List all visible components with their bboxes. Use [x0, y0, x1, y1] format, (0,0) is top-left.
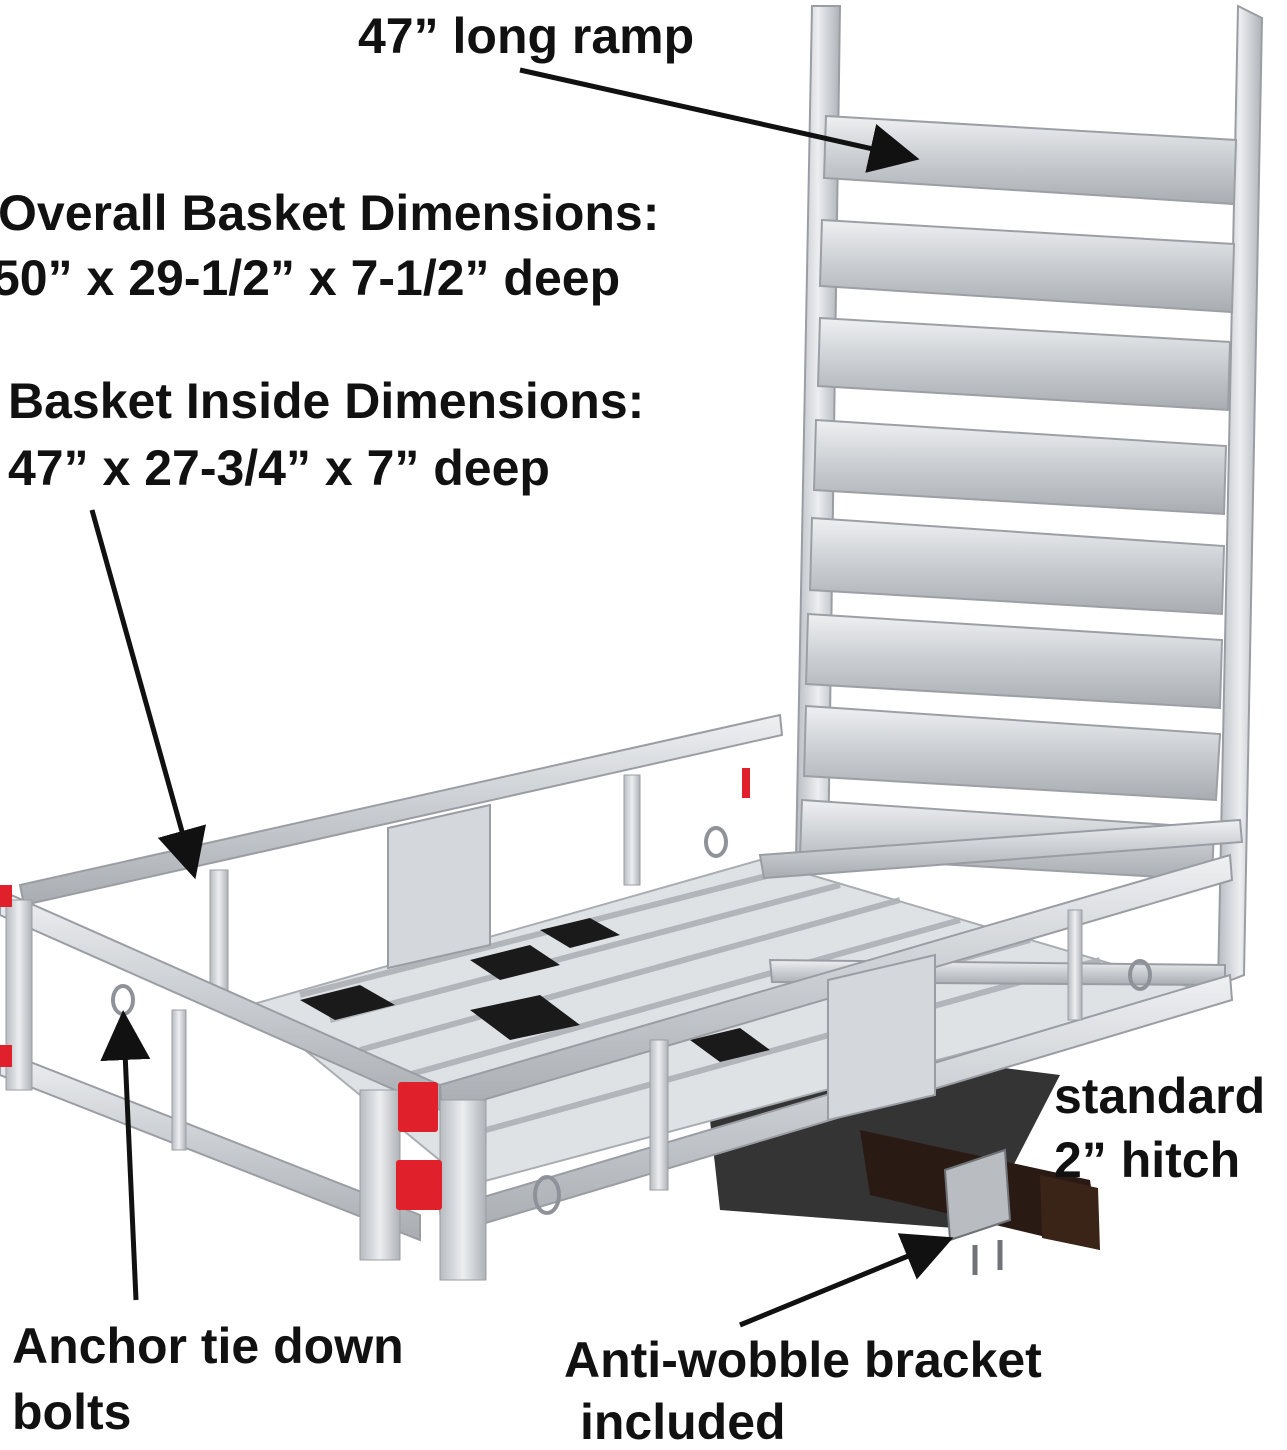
- floor-gaps: [300, 918, 770, 1062]
- anchor-label-line1: Anchor tie down: [12, 1318, 404, 1374]
- floor-slat: [329, 882, 841, 1023]
- front-panel: [827, 953, 936, 1122]
- inside-dimensions-arrow: [89, 509, 206, 880]
- floor-slat: [359, 897, 901, 1053]
- front-post: [439, 1099, 487, 1281]
- corner-cap: [0, 1045, 12, 1067]
- corner-cap: [0, 885, 12, 907]
- ramp-slat: [802, 704, 1222, 802]
- floor-slat: [449, 957, 1101, 1143]
- back-panel: [387, 803, 491, 970]
- hitch-label-line1: standard: [1054, 1068, 1266, 1124]
- corner-caps: [0, 768, 750, 1210]
- anchor-ring: [111, 984, 135, 1016]
- right-rail: [758, 818, 1244, 880]
- ramp-slats: [798, 114, 1238, 882]
- ramp-slat: [804, 612, 1224, 710]
- anti-wobble-bracket: [943, 1148, 1012, 1275]
- back-post: [209, 869, 229, 991]
- ramp-arrow: [519, 67, 920, 173]
- front-post: [359, 1089, 401, 1261]
- ramp-slat: [808, 516, 1226, 616]
- anchor-arrow: [100, 1010, 151, 1301]
- floor-gap: [690, 1028, 770, 1062]
- ramp-slat: [812, 418, 1228, 516]
- back-rail: [18, 713, 784, 907]
- floor-gap: [540, 918, 620, 948]
- ramp-length-label: 47” long ramp: [358, 8, 695, 64]
- floor-slat: [389, 917, 961, 1083]
- inside-dimensions-value: 47” x 27-3/4” x 7” deep: [8, 440, 550, 496]
- floor-gap: [470, 995, 580, 1040]
- wobble-label-line1: Anti-wobble bracket: [564, 1332, 1042, 1388]
- floor-gap: [470, 945, 560, 980]
- ramp-slat: [822, 114, 1238, 206]
- ramp-slat: [818, 218, 1236, 314]
- bracket-plate: [943, 1148, 1012, 1242]
- overall-dimensions-title: Overall Basket Dimensions:: [0, 185, 660, 241]
- corner-cap: [396, 1160, 442, 1210]
- left-post: [171, 1009, 187, 1151]
- callout-arrows: [89, 67, 954, 1328]
- overall-dimensions-value: 50” x 29-1/2” x 7-1/2” deep: [0, 250, 621, 306]
- front-left-lower: [0, 1048, 421, 1242]
- hitch-label-line2: 2” hitch: [1054, 1132, 1241, 1188]
- anchor-ring: [533, 1175, 561, 1215]
- ramp-right-rail: [1216, 4, 1264, 987]
- corner-cap: [742, 768, 750, 798]
- floor-gap: [300, 985, 395, 1020]
- hitch-receiver-end: [1040, 1175, 1100, 1250]
- front-post: [649, 1039, 669, 1191]
- back-post: [623, 774, 641, 886]
- basket: [0, 713, 1244, 1281]
- corner-cap: [398, 1082, 438, 1132]
- wobble-arrow: [739, 1233, 954, 1328]
- front-post: [1067, 909, 1083, 1021]
- inside-dimensions-title: Basket Inside Dimensions:: [8, 373, 645, 429]
- anchor-ring: [1128, 959, 1152, 991]
- anchor-label-line2: bolts: [12, 1384, 132, 1440]
- anchor-ring: [704, 826, 728, 858]
- ramp: [794, 4, 1264, 987]
- wobble-label-line2: included: [580, 1394, 786, 1450]
- ramp-slat: [816, 316, 1232, 412]
